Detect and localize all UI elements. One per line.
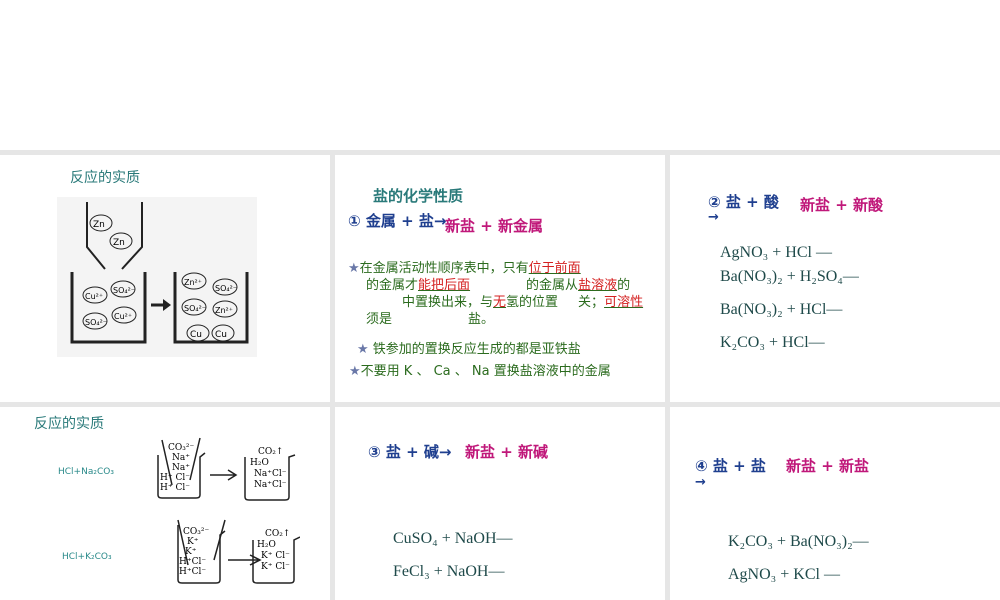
svg-text:SO₄²⁻: SO₄²⁻ <box>113 286 135 295</box>
star-icon: ★ <box>357 342 369 357</box>
rule-reactants: ① 金属 + 盐→ <box>348 212 447 230</box>
beaker-diagrams <box>157 437 300 584</box>
equation: Ba(NO₃)₂ + H₂SO₄— <box>720 268 859 285</box>
slide-title: 反应的实质 <box>34 416 104 432</box>
rule-products: 新盐 + 新盐 <box>786 457 870 475</box>
svg-text:Zn²⁺: Zn²⁺ <box>215 306 233 315</box>
star-icon: ★ <box>349 364 361 379</box>
rule-reactants: ③ 盐 + 碱→ <box>368 443 452 461</box>
star-icon: ★ <box>348 261 360 276</box>
svg-text:Cu²⁺: Cu²⁺ <box>85 292 103 301</box>
equation: AgNO₃ + HCl — <box>720 244 832 261</box>
equation: CuSO₄ + NaOH— <box>393 530 513 547</box>
arrow-icon: → <box>695 475 706 490</box>
note-activity-series: ★在金属活动性顺序表中，只有位于前面 的金属才能把后面的金属从盐溶液的 中置换出… <box>348 261 644 327</box>
slide-thumbnail-4[interactable]: 反应的实质 HCl+Na₂CO₃ HCl+K₂CO₃ CO₃²⁻Na⁺Na⁺H⁺… <box>0 407 330 600</box>
svg-text:Zn: Zn <box>93 220 105 230</box>
equation: K₂CO₃ + HCl— <box>720 334 825 351</box>
svg-text:Zn²⁺: Zn²⁺ <box>184 278 202 287</box>
rule-products: 新盐 + 新酸 <box>800 196 884 214</box>
slide-heading: 盐的化学性质 <box>373 187 464 205</box>
reaction-label: HCl+Na₂CO₃ <box>58 467 114 477</box>
slide-thumbnail-3[interactable]: ② 盐 + 酸 → 新盐 + 新酸 AgNO₃ + HCl — Ba(NO₃)₂… <box>670 155 1000 402</box>
rule-reactants: ② 盐 + 酸 <box>708 193 779 211</box>
beaker-before-2: CO₃²⁻K⁺K⁺H⁺Cl⁻H⁺Cl⁻ <box>179 527 210 577</box>
svg-text:SO₄²⁻: SO₄²⁻ <box>215 284 237 293</box>
reaction-label: HCl+K₂CO₃ <box>62 552 112 562</box>
note-iron: ★ 铁参加的置换反应生成的都是亚铁盐 <box>357 342 581 357</box>
blank-header-area <box>0 0 1000 150</box>
beaker-before-1: CO₃²⁻Na⁺Na⁺H⁺ Cl⁻H⁺ Cl⁻ <box>160 443 195 493</box>
zinc-displacement-diagram: Zn Zn Cu²⁺ SO₄²⁻ SO₄²⁻ Cu²⁺ Zn²⁺ SO₄²⁻ S… <box>57 197 257 357</box>
rule-products: 新盐 + 新金属 <box>445 217 544 235</box>
svg-text:SO₄²⁻: SO₄²⁻ <box>184 304 206 313</box>
slide-thumbnail-6[interactable]: ④ 盐 + 盐 → 新盐 + 新盐 K₂CO₃ + Ba(NO₃)₂— AgNO… <box>670 407 1000 600</box>
svg-text:SO₄²⁻: SO₄²⁻ <box>85 318 107 327</box>
rule-reactants: ④ 盐 + 盐 <box>695 457 766 475</box>
slide-thumbnail-5[interactable]: ③ 盐 + 碱→ 新盐 + 新碱 CuSO₄ + NaOH— FeCl₃ + N… <box>335 407 665 600</box>
slide-thumbnail-1[interactable]: 反应的实质 Zn Zn Cu²⁺ SO₄²⁻ SO₄²⁻ Cu²⁺ Zn²⁺ S… <box>0 155 330 402</box>
equation: Ba(NO₃)₂ + HCl— <box>720 301 843 318</box>
slide-title: 反应的实质 <box>70 170 140 186</box>
svg-text:Zn: Zn <box>113 238 125 248</box>
rule-products: 新盐 + 新碱 <box>465 443 549 461</box>
note-active-metals: ★不要用 K 、 Ca 、 Na 置换盐溶液中的金属 <box>349 364 611 379</box>
svg-text:Cu: Cu <box>190 330 202 340</box>
svg-text:Cu: Cu <box>215 330 227 340</box>
equation: AgNO₃ + KCl — <box>728 566 840 583</box>
slide-thumbnail-2[interactable]: 盐的化学性质 ① 金属 + 盐→ 新盐 + 新金属 ★在金属活动性顺序表中，只有… <box>335 155 665 402</box>
equation: K₂CO₃ + Ba(NO₃)₂— <box>728 533 869 550</box>
svg-text:Cu²⁺: Cu²⁺ <box>114 312 132 321</box>
arrow-icon: → <box>708 210 719 225</box>
equation: FeCl₃ + NaOH— <box>393 563 505 580</box>
